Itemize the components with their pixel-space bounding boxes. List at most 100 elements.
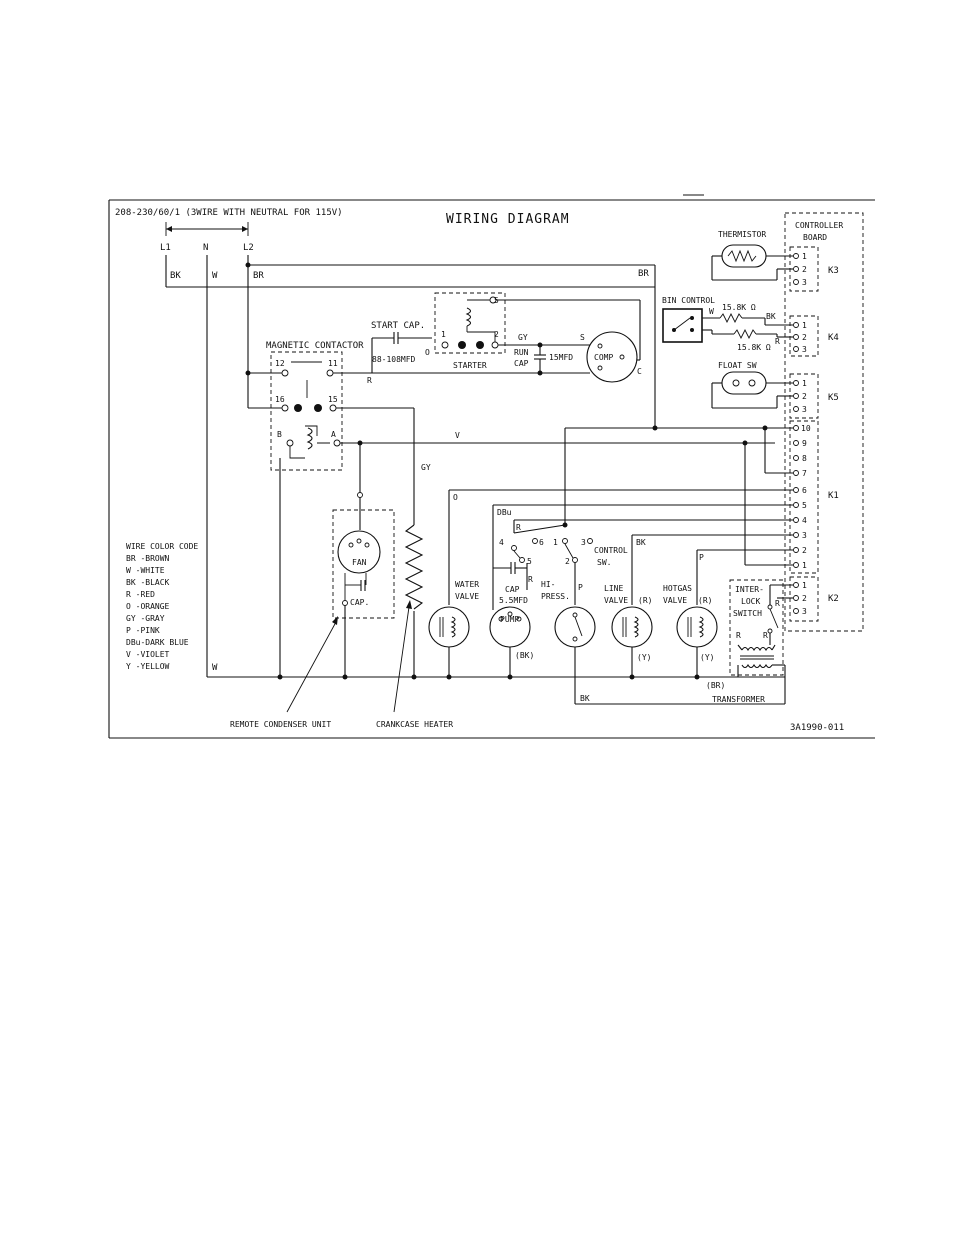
control-terminal-2: 2 — [565, 557, 570, 566]
magnetic-contactor-contacts — [248, 361, 775, 525]
k1-pin-5: 5 — [802, 501, 807, 510]
k1-wiring — [448, 425, 793, 605]
interlock-box — [729, 579, 784, 676]
hotgas-valve-y-tag: (Y) — [700, 653, 714, 662]
wire-color-code-entry: V -VIOLET — [126, 650, 170, 659]
drawing-number: 3A1990-011 — [790, 723, 844, 733]
crankcase-heater — [404, 524, 424, 677]
connector-k3 — [789, 246, 819, 292]
run-cap-label-1: RUN — [514, 348, 529, 357]
contactor-terminal-12: 12 — [275, 359, 285, 368]
hi-press-switch — [554, 606, 785, 705]
wire-color-code-entry: BK -BLACK — [126, 578, 170, 587]
wire-tag-w-n: W — [212, 271, 218, 281]
wire-tag-r-interlock: R — [775, 599, 780, 608]
starter-label: STARTER — [453, 361, 487, 370]
control-switch — [511, 524, 593, 605]
wire-tag-dbu: DBu — [497, 508, 512, 517]
magnetic-contactor-label: MAGNETIC CONTACTOR — [266, 341, 364, 351]
start-cap-rating: 88-108MFD — [372, 355, 416, 364]
fan-connection — [357, 440, 363, 530]
hotgas-valve-label-1: HOTGAS — [663, 584, 692, 593]
diagram-title: WIRING DIAGRAM — [446, 212, 570, 227]
wire-color-code-entry: GY -GRAY — [126, 614, 165, 623]
wire-color-code-entry: W -WHITE — [126, 566, 165, 575]
compressor — [435, 300, 641, 383]
starter-terminal-2: 2 — [494, 330, 499, 339]
compressor-terminal-c: C — [637, 367, 642, 376]
run-cap-rating: 15MFD — [549, 353, 573, 362]
wire-tag-br-top: BR — [638, 269, 649, 279]
interlock-switch — [767, 584, 793, 645]
k1-pin-6: 6 — [802, 486, 807, 495]
bin-control — [662, 308, 793, 343]
wire-tag-r-transformer-2: R — [763, 631, 768, 640]
compressor-label: COMP — [594, 353, 613, 362]
starter-box — [434, 292, 506, 354]
callout-arrows — [286, 600, 412, 713]
wire-color-code-entry: O -ORANGE — [126, 602, 170, 611]
k1-pin-3: 3 — [802, 531, 807, 540]
connector-k1-label: K1 — [828, 491, 839, 501]
line-valve-y-tag: (Y) — [637, 653, 651, 662]
remote-condenser-label: REMOTE CONDENSER UNIT — [230, 720, 331, 729]
wire-tag-p-hipress: P — [578, 583, 583, 592]
wire-tag-o-k1: O — [453, 493, 458, 502]
pump-capacitor — [492, 552, 528, 610]
transformer-label: TRANSFORMER — [712, 695, 765, 704]
fan-motor — [337, 530, 381, 677]
k1-pin-4: 4 — [802, 516, 807, 525]
k5-pin-3: 3 — [802, 405, 807, 414]
starter-terminal-5: 5 — [494, 296, 499, 305]
fan-label: FAN — [352, 558, 367, 567]
k3-pin-1: 1 — [802, 252, 807, 261]
k1-pin-9: 9 — [802, 439, 807, 448]
pump-motor — [489, 606, 531, 677]
supply-label: 208-230/60/1 (3WIRE WITH NEUTRAL FOR 115… — [115, 208, 343, 218]
float-sw-label: FLOAT SW — [718, 361, 757, 370]
line-valve-label-1: LINE — [604, 584, 623, 593]
connector-k5-label: K5 — [828, 393, 839, 403]
control-terminal-6: 6 — [539, 538, 544, 547]
bin-control-label: BIN CONTROL — [662, 296, 715, 305]
remote-condenser-box — [332, 509, 395, 619]
wire-tag-bk-k1: BK — [636, 538, 646, 547]
k2-pin-3: 3 — [802, 607, 807, 616]
wire-tag-bk-pump: (BK) — [515, 651, 534, 660]
run-capacitor — [534, 342, 546, 376]
fan-cap-label: CAP. — [350, 598, 369, 607]
magnetic-contactor-box — [270, 351, 343, 471]
wire-tag-r-contactor: R — [367, 376, 372, 385]
interlock-label-1: INTER- — [735, 585, 764, 594]
control-terminal-3: 3 — [581, 538, 586, 547]
hotgas-valve — [676, 606, 718, 677]
wire-tag-r-pump: R — [528, 575, 533, 584]
controller-label-1: CONTROLLER — [795, 221, 843, 230]
wire-tag-r-transformer: R — [736, 631, 741, 640]
line-valve — [611, 606, 653, 677]
k3-pin-3: 3 — [802, 278, 807, 287]
controller-label-2: BOARD — [803, 233, 827, 242]
wire-color-code-title: WIRE COLOR CODE — [126, 542, 198, 551]
crankcase-heater-label: CRANKCASE HEATER — [376, 720, 453, 729]
interlock-label-3: SWITCH — [733, 609, 762, 618]
line-valve-r-tag: (R) — [638, 596, 652, 605]
wire-tag-bk-bin: BK — [766, 312, 776, 321]
thermistor — [711, 244, 793, 281]
line-l1-label: L1 — [160, 243, 171, 253]
wire-tag-bk-l1: BK — [170, 271, 181, 281]
k4-pin-1: 1 — [802, 321, 807, 330]
wire-color-code-entry: Y -YELLOW — [126, 662, 170, 671]
connector-k2-label: K2 — [828, 594, 839, 604]
wire-tag-v: V — [455, 431, 460, 440]
line-l2-label: L2 — [243, 243, 254, 253]
contactor-terminal-a: A — [331, 430, 336, 439]
contactor-terminal-b: B — [277, 430, 282, 439]
hipress-label-2: PRESS. — [541, 592, 570, 601]
wire-tag-br-l2: BR — [253, 271, 264, 281]
run-cap-label-2: CAP — [514, 359, 529, 368]
k1-pin-8: 8 — [802, 454, 807, 463]
control-terminal-5: 5 — [527, 557, 532, 566]
transformer-br-tag: (BR) — [706, 681, 725, 690]
